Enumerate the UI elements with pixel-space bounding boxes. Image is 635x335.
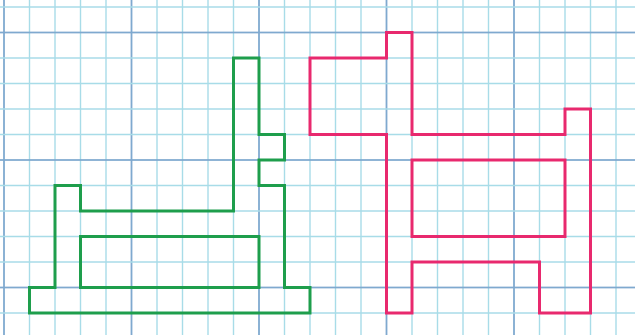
- pink-outline-figure-outline: [310, 33, 591, 314]
- pink-outline-figure: [310, 33, 591, 314]
